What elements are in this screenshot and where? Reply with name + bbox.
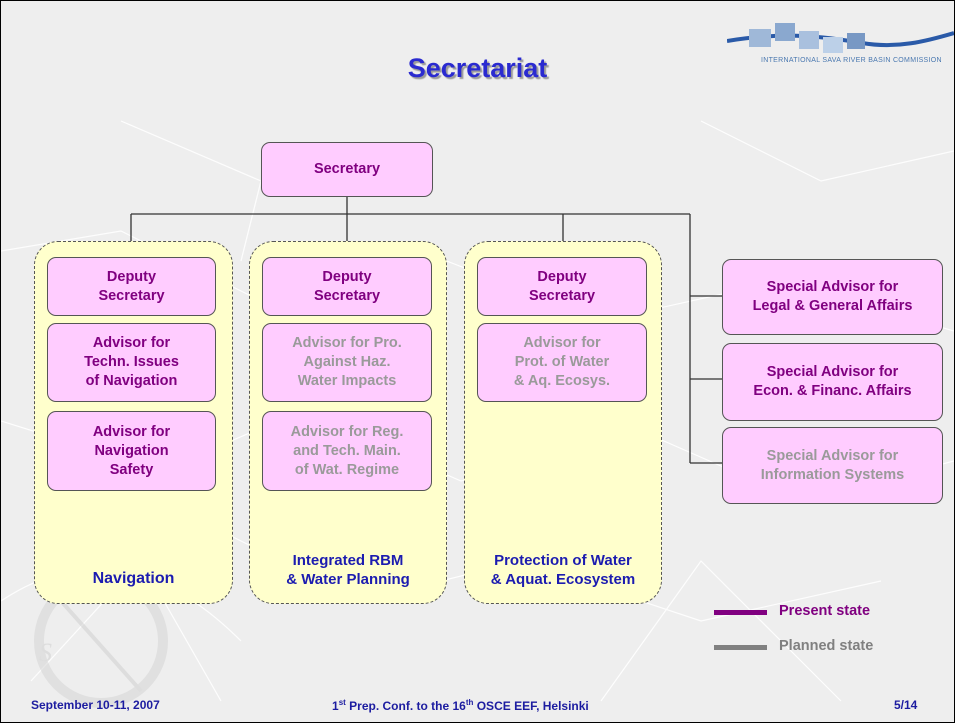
advisor-prot-water-box: Advisor for Prot. of Water & Aq. Ecosys. xyxy=(477,323,647,402)
navigation-group-label: Navigation xyxy=(92,570,175,587)
footer-conf-suffix1: st xyxy=(338,698,346,707)
commission-logo xyxy=(727,23,954,53)
legend-planned-label: Planned state xyxy=(779,638,874,654)
legend-present-swatch xyxy=(714,610,767,615)
deputy-secretary-navigation-box: Deputy Secretary xyxy=(47,257,216,316)
footer-conf-middle: Prep. Conf. to the 16 xyxy=(345,699,466,713)
footer-date: September 10-11, 2007 xyxy=(31,698,160,712)
integrated-rbm-group-label: Integrated RBM & Water Planning xyxy=(286,552,410,588)
secretary-box: Secretary xyxy=(261,142,433,197)
advisor-navigation-safety-box: Advisor for Navigation Safety xyxy=(47,411,216,491)
protection-water-group-label: Protection of Water & Aquat. Ecosystem xyxy=(490,552,636,588)
advisor-haz-water-impacts-box: Advisor for Pro. Against Haz. Water Impa… xyxy=(262,323,432,402)
footer-conf-suffix2: th xyxy=(465,698,474,707)
advisor-water-regime-box: Advisor for Reg. and Tech. Main. of Wat.… xyxy=(262,411,432,491)
special-advisor-legal-box: Special Advisor for Legal & General Affa… xyxy=(722,259,943,335)
footer-conf-end: OSCE EEF, Helsinki xyxy=(473,699,589,713)
legend-planned-swatch xyxy=(714,645,767,650)
svg-text:S: S xyxy=(39,638,52,667)
advisor-techn-issues-navigation-box: Advisor for Techn. Issues of Navigation xyxy=(47,323,216,402)
special-advisor-info-systems-box: Special Advisor for Information Systems xyxy=(722,427,943,504)
footer-conference: 1st Prep. Conf. to the 16th OSCE EEF, He… xyxy=(332,698,589,713)
logo-text: INTERNATIONAL SAVA RIVER BASIN COMMISSIO… xyxy=(761,57,942,64)
special-advisor-econ-box: Special Advisor for Econ. & Financ. Affa… xyxy=(722,343,943,421)
legend-present-label: Present state xyxy=(779,603,871,619)
deputy-secretary-protection-box: Deputy Secretary xyxy=(477,257,647,316)
page-number: 5/14 xyxy=(894,698,918,712)
deputy-secretary-rbm-box: Deputy Secretary xyxy=(262,257,432,316)
page-title: Secretariat xyxy=(407,53,548,83)
footer-conf-number: 1 xyxy=(332,699,339,713)
